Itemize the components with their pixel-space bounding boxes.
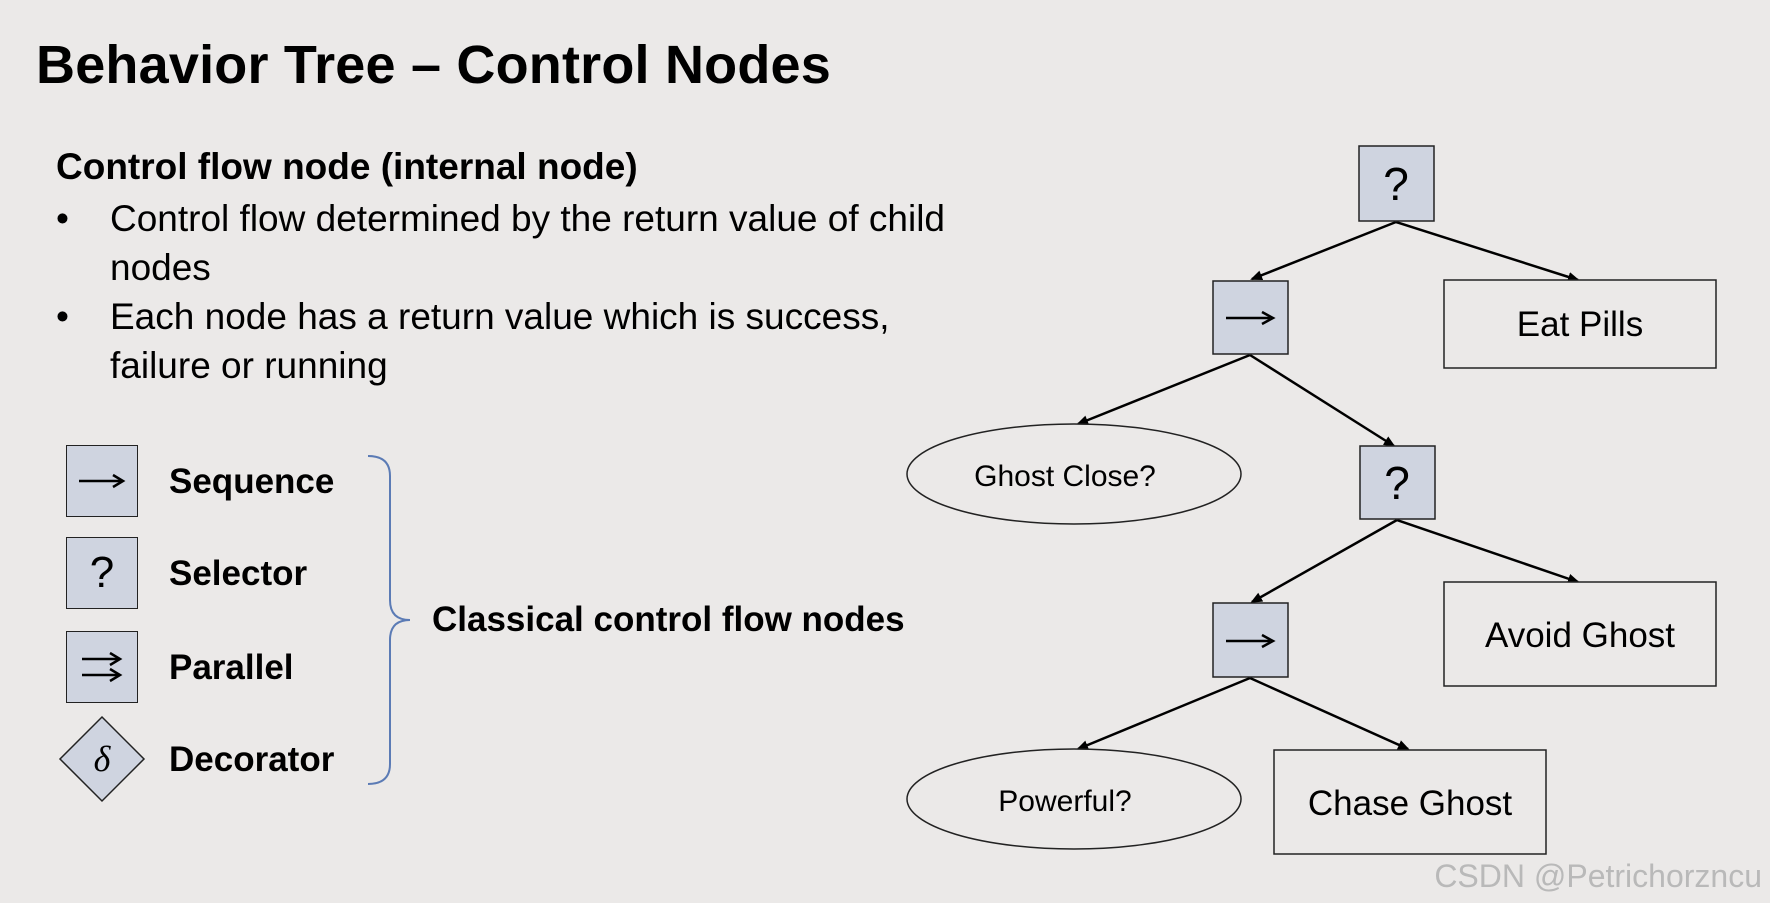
watermark-text: CSDN @Petrichorzncu <box>1434 858 1762 894</box>
bullet-dot: • <box>56 296 69 337</box>
legend-sequence: Sequence <box>66 444 334 518</box>
tree-edges <box>1076 220 1580 751</box>
bullet-text: Control flow determined by the return va… <box>110 198 945 288</box>
bullet-item: • Each node has a return value which is … <box>56 292 996 390</box>
diamond-icon <box>58 715 146 803</box>
question-mark-icon: ? <box>89 548 115 597</box>
edge-sequence1-ghostclose <box>1076 353 1251 426</box>
sequence-node-icon <box>66 445 138 517</box>
bullet-dot: • <box>56 198 69 239</box>
edge-sequence2-powerful <box>1076 676 1251 751</box>
ghost-close-label: Ghost Close? <box>974 460 1156 493</box>
legend-label-sequence: Sequence <box>169 462 335 501</box>
powerful-label: Powerful? <box>998 785 1131 818</box>
parallel-node-icon <box>66 631 138 703</box>
delta-symbol: δ <box>93 739 111 779</box>
selector-node-2: ? <box>1359 445 1436 520</box>
legend-decorator: δ Decorator <box>58 715 334 803</box>
subheading: Control flow node (internal node) <box>56 146 638 187</box>
legend-label-parallel: Parallel <box>169 648 294 687</box>
arrow-right-icon <box>79 473 126 489</box>
edge-root-eatpills <box>1395 220 1580 282</box>
edge-sequence1-selector2 <box>1249 353 1396 448</box>
eat-pills-label: Eat Pills <box>1517 305 1643 344</box>
arrow-right-icon <box>1226 310 1276 326</box>
edge-selector2-avoidghost <box>1396 518 1580 584</box>
chase-ghost-label: Chase Ghost <box>1308 784 1513 823</box>
avoid-ghost-label: Avoid Ghost <box>1485 616 1675 655</box>
sequence-node-1 <box>1212 280 1289 355</box>
bullet-text: Each node has a return value which is su… <box>110 296 890 386</box>
selector-node-icon: ? <box>66 537 138 609</box>
legend-label-decorator: Decorator <box>169 740 335 779</box>
bullet-list: • Control flow determined by the return … <box>56 194 996 390</box>
legend-label-selector: Selector <box>169 554 308 593</box>
action-avoid-ghost: Avoid Ghost <box>1443 581 1717 687</box>
root-selector-symbol: ? <box>1383 158 1409 210</box>
action-eat-pills: Eat Pills <box>1443 279 1717 369</box>
edge-selector2-sequence2 <box>1250 518 1398 604</box>
decorator-node-icon: δ <box>58 715 146 803</box>
edge-sequence2-chaseghost <box>1249 676 1410 751</box>
action-chase-ghost: Chase Ghost <box>1273 749 1547 855</box>
sequence-node-2 <box>1212 602 1289 678</box>
double-arrow-right-icon <box>82 651 123 683</box>
bullet-item: • Control flow determined by the return … <box>56 194 996 292</box>
condition-powerful: Powerful? <box>906 748 1242 850</box>
legend-selector: ? Selector <box>66 536 307 610</box>
root-selector-node: ? <box>1358 145 1435 222</box>
condition-ghost-close: Ghost Close? <box>906 423 1242 525</box>
curly-brace-icon <box>367 455 411 785</box>
arrow-right-icon <box>1226 633 1276 649</box>
page-title: Behavior Tree – Control Nodes <box>36 35 831 95</box>
edge-root-sequence1 <box>1250 220 1397 281</box>
selector-2-symbol: ? <box>1384 457 1410 509</box>
classical-nodes-label: Classical control flow nodes <box>432 600 905 639</box>
legend-parallel: Parallel <box>66 630 294 704</box>
